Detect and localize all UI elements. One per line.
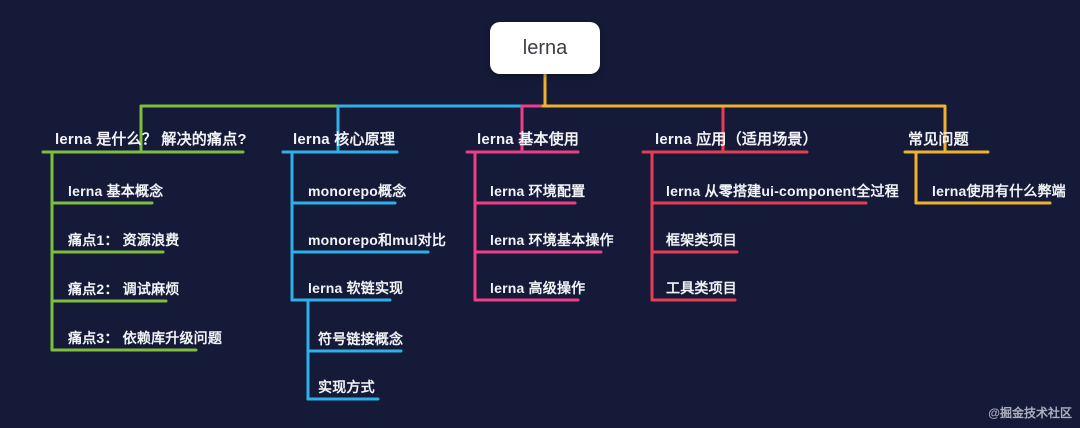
node-painpoint-3[interactable]: 痛点3： 依赖库升级问题: [68, 330, 223, 346]
branch-label-what-is-lerna[interactable]: lerna 是什么？ 解决的痛点?: [55, 131, 247, 148]
juejin-watermark: @掘金技术社区: [988, 406, 1072, 420]
node-env-basic-ops[interactable]: lerna 环境基本操作: [490, 232, 614, 248]
branch-label-basic-usage[interactable]: lerna 基本使用: [477, 131, 580, 148]
branch5-connectors: [541, 70, 1052, 205]
node-ui-component-guide[interactable]: lerna 从零搭建ui-component全过程: [666, 183, 899, 199]
node-basic-concept[interactable]: lerna 基本概念: [68, 183, 164, 199]
node-monorepo-concept[interactable]: monorepo概念: [308, 183, 407, 199]
node-softlink-impl[interactable]: lerna 软链实现: [308, 280, 404, 296]
branch3-connectors: [465, 104, 603, 302]
node-impl-method[interactable]: 实现方式: [318, 379, 375, 395]
branch-label-core-principle[interactable]: lerna 核心原理: [293, 131, 396, 148]
node-tool-projects[interactable]: 工具类项目: [666, 280, 737, 296]
node-advanced-ops[interactable]: lerna 高级操作: [490, 280, 586, 296]
node-framework-projects[interactable]: 框架类项目: [666, 232, 737, 248]
node-monorepo-vs-mul[interactable]: monorepo和mul对比: [308, 232, 447, 248]
branch1-connectors: [41, 104, 342, 352]
branch-label-common-issues[interactable]: 常见问题: [908, 131, 969, 148]
node-lerna-drawbacks[interactable]: lerna使用有什么弊端: [932, 183, 1066, 199]
branch-label-application[interactable]: lerna 应用（适用场景）: [655, 131, 818, 148]
node-symlink-concept[interactable]: 符号链接概念: [318, 331, 404, 347]
node-painpoint-1[interactable]: 痛点1： 资源浪费: [68, 232, 180, 248]
root-node-lerna[interactable]: lerna: [490, 22, 600, 74]
node-env-config[interactable]: lerna 环境配置: [490, 183, 586, 199]
node-painpoint-2[interactable]: 痛点2： 调试麻烦: [68, 281, 180, 297]
branch2-connectors: [281, 104, 526, 401]
